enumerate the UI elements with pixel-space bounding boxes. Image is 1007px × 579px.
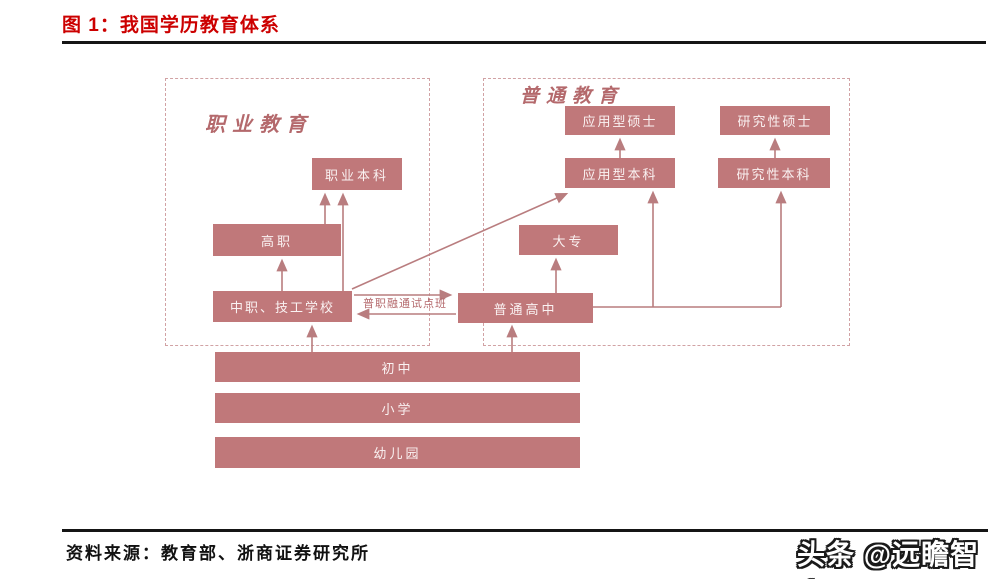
figure-title: 图 1：我国学历教育体系 xyxy=(62,15,280,36)
node-kindergarten: 幼儿园 xyxy=(215,437,580,468)
watermark-toutiao-yuanzhan: 头条 @远瞻智库 xyxy=(797,539,980,570)
general-education-group-label: 普通教育 xyxy=(520,86,625,107)
node-junior-middle-school: 初中 xyxy=(215,352,580,382)
data-source-note: 资料来源：教育部、浙商证券研究所 xyxy=(66,544,370,563)
footer-divider-rule xyxy=(62,529,988,532)
node-research-master: 研究性硕士 xyxy=(720,106,830,135)
node-vocational-undergraduate: 职业本科 xyxy=(312,158,402,190)
pilot-class-label: 普职融通试点班 xyxy=(363,298,447,310)
node-research-bachelor: 研究性本科 xyxy=(718,158,830,188)
node-applied-bachelor: 应用型本科 xyxy=(565,158,675,188)
node-primary-school: 小学 xyxy=(215,393,580,423)
node-secondary-vocational: 中职、技工学校 xyxy=(213,291,352,322)
title-divider-rule xyxy=(62,41,986,44)
node-general-high-school: 普通高中 xyxy=(458,293,593,323)
node-junior-college: 大专 xyxy=(519,225,618,255)
node-higher-vocational: 高职 xyxy=(213,224,341,256)
node-applied-master: 应用型硕士 xyxy=(565,106,675,135)
vocational-education-group-label: 职业教育 xyxy=(205,114,313,136)
